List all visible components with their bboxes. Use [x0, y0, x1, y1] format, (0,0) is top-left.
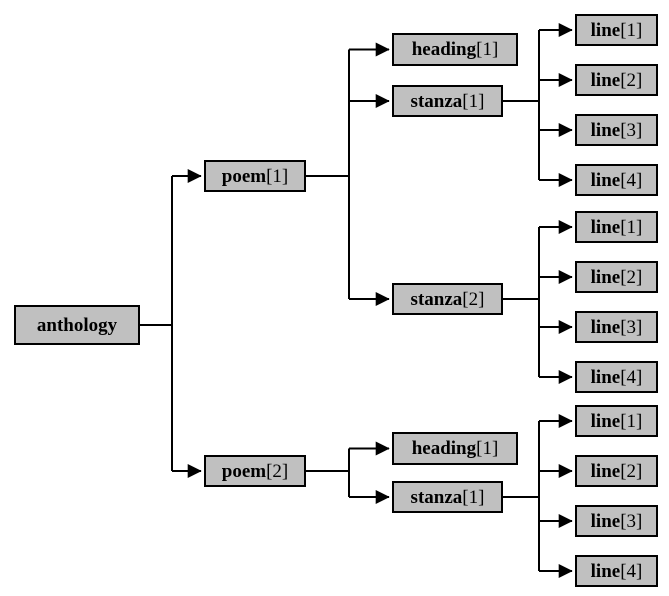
node-stanza-1[interactable]: stanza[1] [392, 481, 503, 513]
node-element-name: line [590, 69, 621, 91]
node-poem-1[interactable]: poem[1] [204, 160, 306, 192]
node-element-index: [3] [620, 119, 643, 141]
node-element-name: poem [221, 165, 267, 187]
node-element-index: [2] [620, 266, 643, 288]
node-anthology[interactable]: anthology [14, 305, 140, 345]
node-element-name: line [590, 316, 621, 338]
node-element-index: [1] [620, 19, 643, 41]
node-line-4[interactable]: line[4] [575, 555, 658, 587]
node-element-name: line [590, 216, 621, 238]
node-element-name: line [590, 560, 621, 582]
node-line-2[interactable]: line[2] [575, 261, 658, 293]
node-line-3[interactable]: line[3] [575, 505, 658, 537]
node-line-3[interactable]: line[3] [575, 114, 658, 146]
node-element-name: line [590, 410, 621, 432]
node-line-4[interactable]: line[4] [575, 164, 658, 196]
edges-group [140, 23, 573, 578]
node-element-name: heading [411, 438, 477, 459]
node-element-name: anthology [36, 314, 118, 336]
node-element-name: stanza [410, 288, 463, 310]
node-element-name: line [590, 366, 621, 388]
node-line-1[interactable]: line[1] [575, 405, 658, 437]
node-element-index: [1] [620, 410, 643, 432]
node-element-index: [4] [620, 560, 643, 582]
node-element-name: line [590, 460, 621, 482]
node-element-name: line [590, 119, 621, 141]
node-element-index: [4] [620, 169, 643, 191]
node-element-name: poem [221, 460, 267, 482]
node-line-3[interactable]: line[3] [575, 311, 658, 343]
node-element-index: [1] [462, 90, 485, 112]
node-element-index: [2] [266, 460, 289, 482]
node-line-1[interactable]: line[1] [575, 211, 658, 243]
node-element-name: line [590, 169, 621, 191]
node-heading-1[interactable]: heading[1] [392, 432, 518, 465]
node-line-2[interactable]: line[2] [575, 64, 658, 96]
node-element-index: [1] [266, 165, 289, 187]
node-line-2[interactable]: line[2] [575, 455, 658, 487]
node-element-name: stanza [410, 90, 463, 112]
node-element-index: [3] [620, 316, 643, 338]
node-element-index: [2] [620, 460, 643, 482]
node-element-name: heading [411, 39, 477, 60]
node-element-index: [1] [476, 438, 499, 459]
node-stanza-2[interactable]: stanza[2] [392, 283, 503, 315]
node-heading-1[interactable]: heading[1] [392, 33, 518, 66]
node-line-1[interactable]: line[1] [575, 14, 658, 46]
node-element-index: [2] [620, 69, 643, 91]
node-element-index: [1] [462, 486, 485, 508]
node-element-name: line [590, 19, 621, 41]
node-element-index: [4] [620, 366, 643, 388]
node-element-index: [3] [620, 510, 643, 532]
node-element-name: line [590, 266, 621, 288]
node-element-name: stanza [410, 486, 463, 508]
node-line-4[interactable]: line[4] [575, 361, 658, 393]
node-stanza-1[interactable]: stanza[1] [392, 85, 503, 117]
node-poem-2[interactable]: poem[2] [204, 455, 306, 487]
node-element-index: [1] [620, 216, 643, 238]
node-element-name: line [590, 510, 621, 532]
node-element-index: [2] [462, 288, 485, 310]
node-element-index: [1] [476, 39, 499, 60]
